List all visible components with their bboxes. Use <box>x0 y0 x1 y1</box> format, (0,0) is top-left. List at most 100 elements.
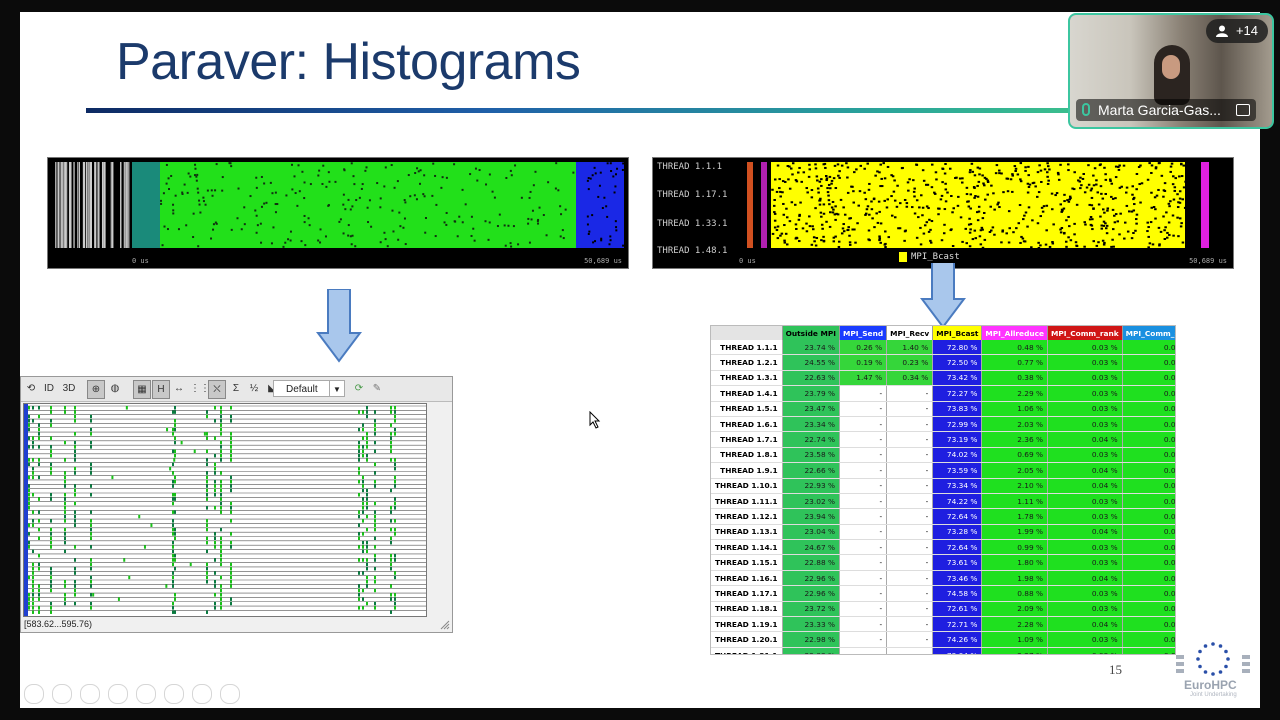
histogram-cell <box>230 545 232 549</box>
histogram-cell <box>90 601 92 606</box>
refresh-icon[interactable]: ⟳ <box>354 383 364 394</box>
histogram-cell <box>50 571 52 575</box>
timeline-mark <box>998 206 1001 209</box>
timeline-mark <box>870 200 873 203</box>
histogram-cell <box>172 449 174 453</box>
percent-button[interactable]: ½ <box>249 383 259 394</box>
timeline-mark <box>1039 215 1043 218</box>
timeline-mark <box>779 190 782 193</box>
column-header[interactable]: MPI_Comm_size <box>1122 326 1175 340</box>
histogram-cell <box>394 606 396 610</box>
timeline-mark <box>973 196 976 199</box>
timeline-mark <box>786 165 790 168</box>
right-timeline-scale-start: 0 us <box>739 257 756 265</box>
horizontal-view-button[interactable]: H <box>152 380 170 399</box>
histogram-cell <box>220 549 222 554</box>
open-data-window-button[interactable]: ID <box>44 383 54 394</box>
timeline-mark <box>830 179 834 182</box>
timeline-mark <box>1047 165 1050 168</box>
pin-video-icon[interactable] <box>1236 104 1250 116</box>
timeline-mark <box>1176 206 1180 209</box>
timeline-mark <box>837 174 840 177</box>
resize-grip-icon[interactable] <box>440 620 450 630</box>
column-header[interactable]: MPI_Recv <box>886 326 934 340</box>
participant-face <box>1162 55 1180 79</box>
hide-empty-button[interactable]: ⛌ <box>208 380 226 399</box>
3d-view-button[interactable]: 3D <box>62 383 76 394</box>
camera-icon[interactable] <box>192 684 212 704</box>
histogram-cell <box>74 580 76 584</box>
previous-slide-icon[interactable] <box>24 684 44 704</box>
fit-button[interactable]: ↔ <box>174 383 184 394</box>
histogram-cell <box>28 545 30 549</box>
semantic-button[interactable]: ◣ <box>268 383 276 394</box>
histogram-cell <box>366 436 368 440</box>
column-header[interactable]: MPI_Bcast <box>932 326 983 340</box>
histogram-grid[interactable] <box>23 403 427 617</box>
histogram-cell <box>90 510 92 514</box>
histogram-cell <box>374 527 376 532</box>
timeline-mark <box>782 202 785 205</box>
participants-count-badge[interactable]: +14 <box>1205 19 1268 43</box>
column-header[interactable]: MPI_Comm_rank <box>1047 326 1123 340</box>
timeline-mark <box>1169 200 1172 203</box>
pin-icon[interactable]: ✎ <box>372 383 382 394</box>
timeline-mark <box>785 216 789 219</box>
timeline-mark <box>365 166 368 169</box>
timeline-mark <box>866 162 869 165</box>
gradient-color-button[interactable]: ▦ <box>133 380 151 399</box>
zoom-button[interactable]: ⊕ <box>87 380 105 399</box>
table-cell: 0.03 % <box>1122 539 1175 556</box>
more-options-icon[interactable] <box>220 684 240 704</box>
timeline-mark <box>593 166 596 169</box>
histogram-cell <box>358 536 360 540</box>
column-header[interactable]: Outside MPI <box>782 326 841 340</box>
column-header[interactable]: MPI_Allreduce <box>981 326 1049 340</box>
table-cell: 0.03 % <box>1047 401 1123 417</box>
pen-icon[interactable] <box>80 684 100 704</box>
participant-video-tile[interactable]: +14 Marta Garcia-Gas... <box>1068 13 1274 129</box>
next-slide-icon[interactable] <box>52 684 72 704</box>
color-mode-button[interactable]: ◍ <box>110 383 120 394</box>
table-cell: - <box>886 385 934 402</box>
timeline-mark <box>982 211 986 214</box>
timeline-mark <box>160 202 163 205</box>
table-cell: 23.33 % <box>782 616 841 633</box>
histogram-cell <box>32 471 34 475</box>
zoom-icon[interactable] <box>136 684 156 704</box>
histogram-cell <box>390 423 392 427</box>
table-cell: 23.47 % <box>782 401 841 417</box>
preset-select[interactable]: Default ▼ <box>273 380 345 397</box>
subtitles-icon[interactable] <box>164 684 184 704</box>
slides-icon[interactable] <box>108 684 128 704</box>
columns-button[interactable]: ⋮⋮ <box>190 383 210 394</box>
totals-button[interactable]: Σ <box>232 383 240 394</box>
timeline-mark <box>473 239 476 242</box>
chevron-down-icon[interactable]: ▼ <box>329 381 344 396</box>
histogram-cell <box>366 601 368 606</box>
histogram-cell <box>394 410 396 414</box>
open-control-window-button[interactable]: ⟲ <box>26 383 36 394</box>
column-header[interactable]: MPI_Send <box>839 326 888 340</box>
